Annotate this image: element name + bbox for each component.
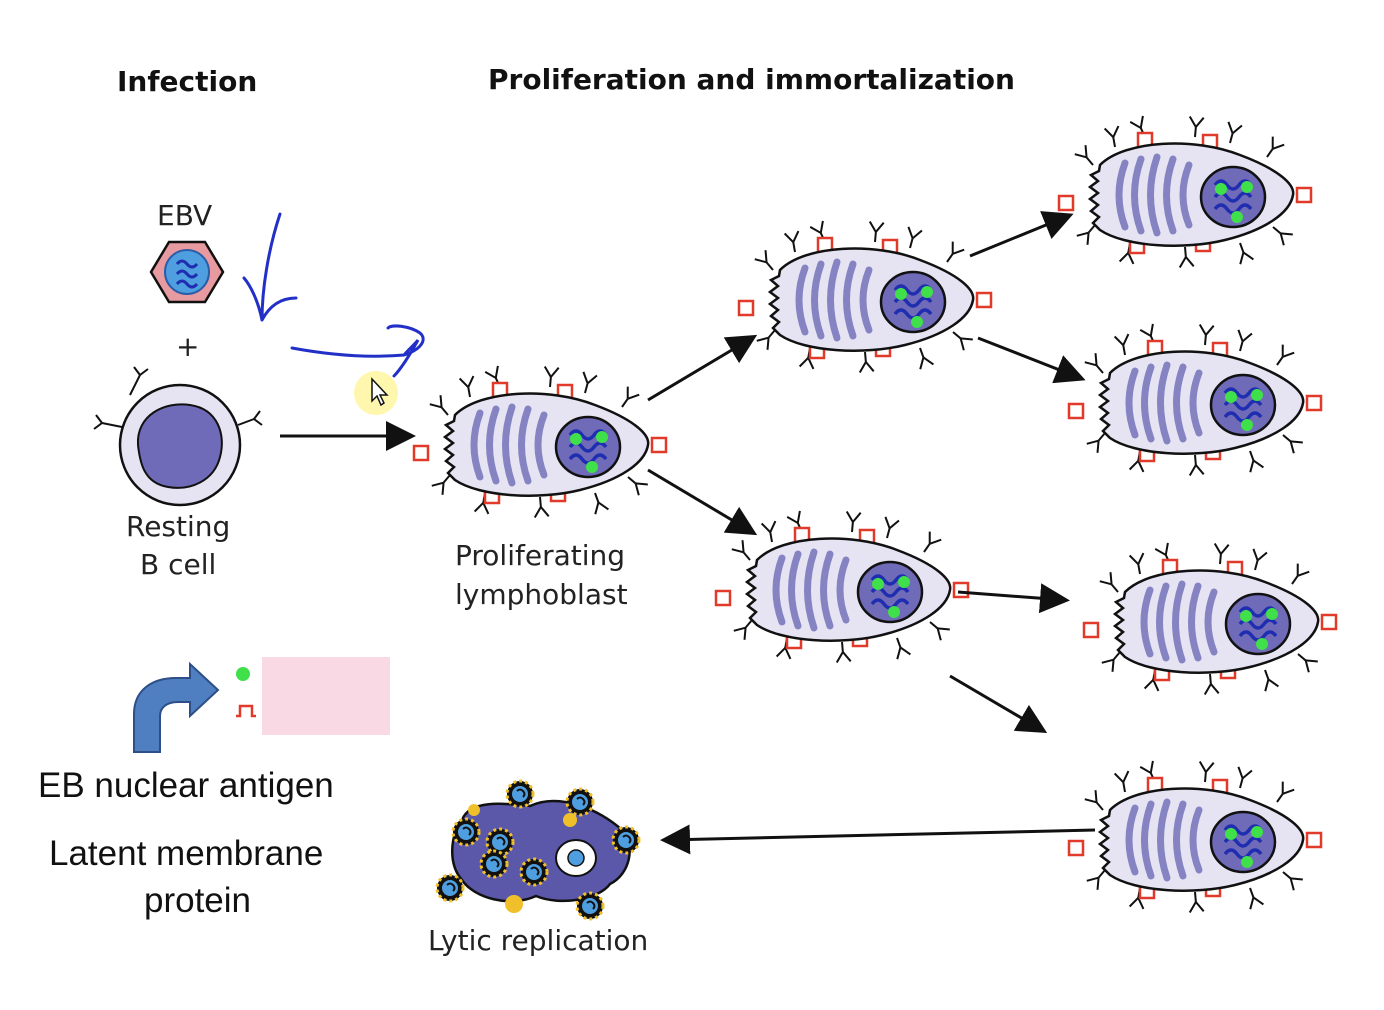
arrow-to-gen3-2: [977, 336, 1086, 384]
arrow-to-lytic: [660, 824, 1096, 855]
heading-proliferation: Proliferation and immortalization: [488, 63, 1015, 96]
ebna-dot-icon: [236, 667, 250, 681]
lymphoblast-cell-icon: [716, 511, 968, 663]
lytic-label: Lytic replication: [428, 924, 648, 957]
arrow-to-gen3-4: [949, 674, 1048, 734]
pen-annotation-down: [242, 212, 298, 322]
lymphoblast-cell-icon: [414, 366, 666, 518]
ebv-virion-icon: [149, 240, 225, 304]
legend-ebna: EB nuclear antigen: [38, 766, 334, 805]
legend-arrow-icon: [133, 661, 220, 753]
resting-label-1: Resting: [126, 510, 230, 543]
legend-lmp-2: protein: [144, 881, 251, 920]
lmp-marker-icon: [236, 704, 256, 718]
cursor-icon: [354, 371, 398, 415]
b-cell-icon: [93, 366, 263, 507]
arrow-to-lower: [647, 468, 758, 536]
lymphoblast-cell-icon: [1069, 761, 1321, 913]
pen-annotation-right: [290, 324, 425, 378]
resting-label-2: B cell: [140, 548, 216, 581]
ebv-label: EBV: [157, 199, 212, 232]
lymphoblast-cell-icon: [1059, 116, 1311, 268]
lymphoblast-cell-icon: [1084, 543, 1336, 695]
arrow-to-gen3-3: [957, 583, 1070, 614]
heading-infection: Infection: [117, 65, 257, 98]
plus-sign: +: [176, 330, 199, 363]
legend-lmp-1: Latent membrane: [49, 834, 323, 873]
lymphoblast-cell-icon: [739, 221, 991, 373]
lymphoblast-label-2: lymphoblast: [455, 578, 628, 611]
lytic-cell-icon: [435, 779, 641, 921]
arrow-to-gen3-1: [969, 211, 1074, 258]
legend-color-box: [262, 657, 390, 735]
arrow-to-upper: [647, 334, 758, 402]
lymphoblast-label-1: Proliferating: [455, 539, 625, 572]
lymphoblast-cell-icon: [1069, 324, 1321, 476]
